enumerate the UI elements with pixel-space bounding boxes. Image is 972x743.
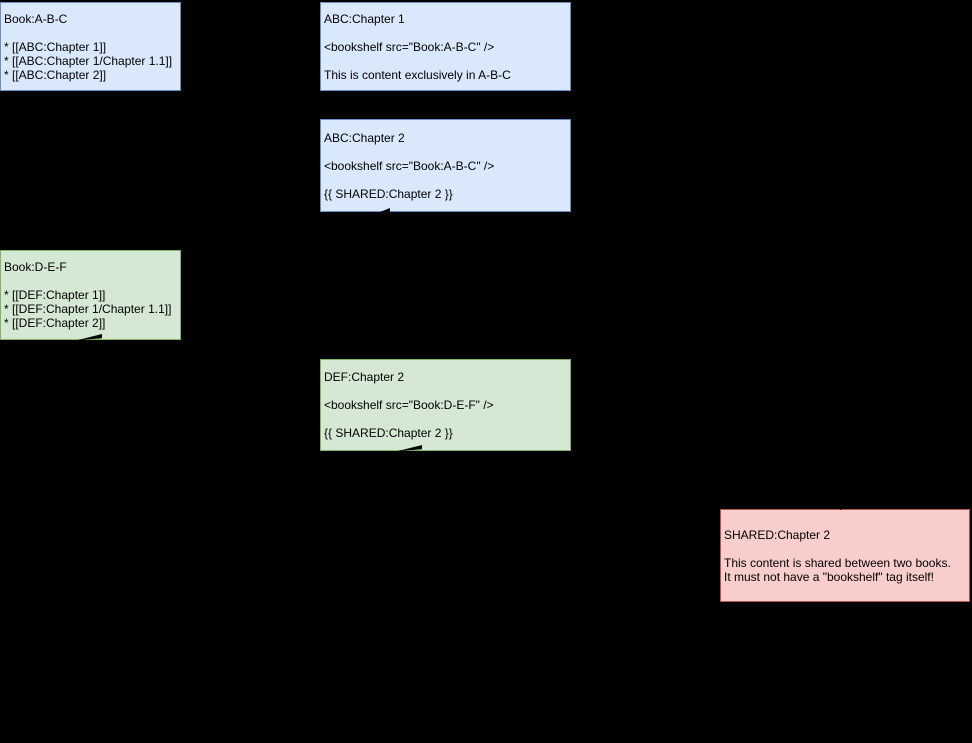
node-book-def-text: Book:D-E-F * [[DEF:Chapter 1]] * [[DEF:C…	[4, 260, 172, 330]
node-book-abc-text: Book:A-B-C * [[ABC:Chapter 1]] * [[ABC:C…	[4, 11, 173, 82]
node-abc-chapter-1: ABC:Chapter 1 <bookshelf src="Book:A-B-C…	[320, 2, 571, 91]
node-abc-chapter-1-text: ABC:Chapter 1 <bookshelf src="Book:A-B-C…	[324, 11, 511, 82]
arrowhead-icon	[834, 505, 847, 510]
arrowhead-icon	[380, 208, 390, 212]
node-abc-chapter-2: ABC:Chapter 2 <bookshelf src="Book:A-B-C…	[320, 119, 571, 212]
node-shared-chapter-2-text: SHARED:Chapter 2 This content is shared …	[724, 527, 951, 584]
node-book-def: Book:D-E-F * [[DEF:Chapter 1]] * [[DEF:C…	[0, 250, 181, 340]
arrowhead-icon	[78, 334, 102, 340]
arrowhead-icon	[398, 445, 422, 451]
node-def-chapter-2-text: DEF:Chapter 2 <bookshelf src="Book:D-E-F…	[324, 370, 494, 440]
node-def-chapter-2: DEF:Chapter 2 <bookshelf src="Book:D-E-F…	[320, 359, 571, 451]
node-book-abc: Book:A-B-C * [[ABC:Chapter 1]] * [[ABC:C…	[0, 2, 181, 91]
node-abc-chapter-2-text: ABC:Chapter 2 <bookshelf src="Book:A-B-C…	[324, 130, 495, 201]
node-shared-chapter-2: SHARED:Chapter 2 This content is shared …	[720, 509, 970, 602]
